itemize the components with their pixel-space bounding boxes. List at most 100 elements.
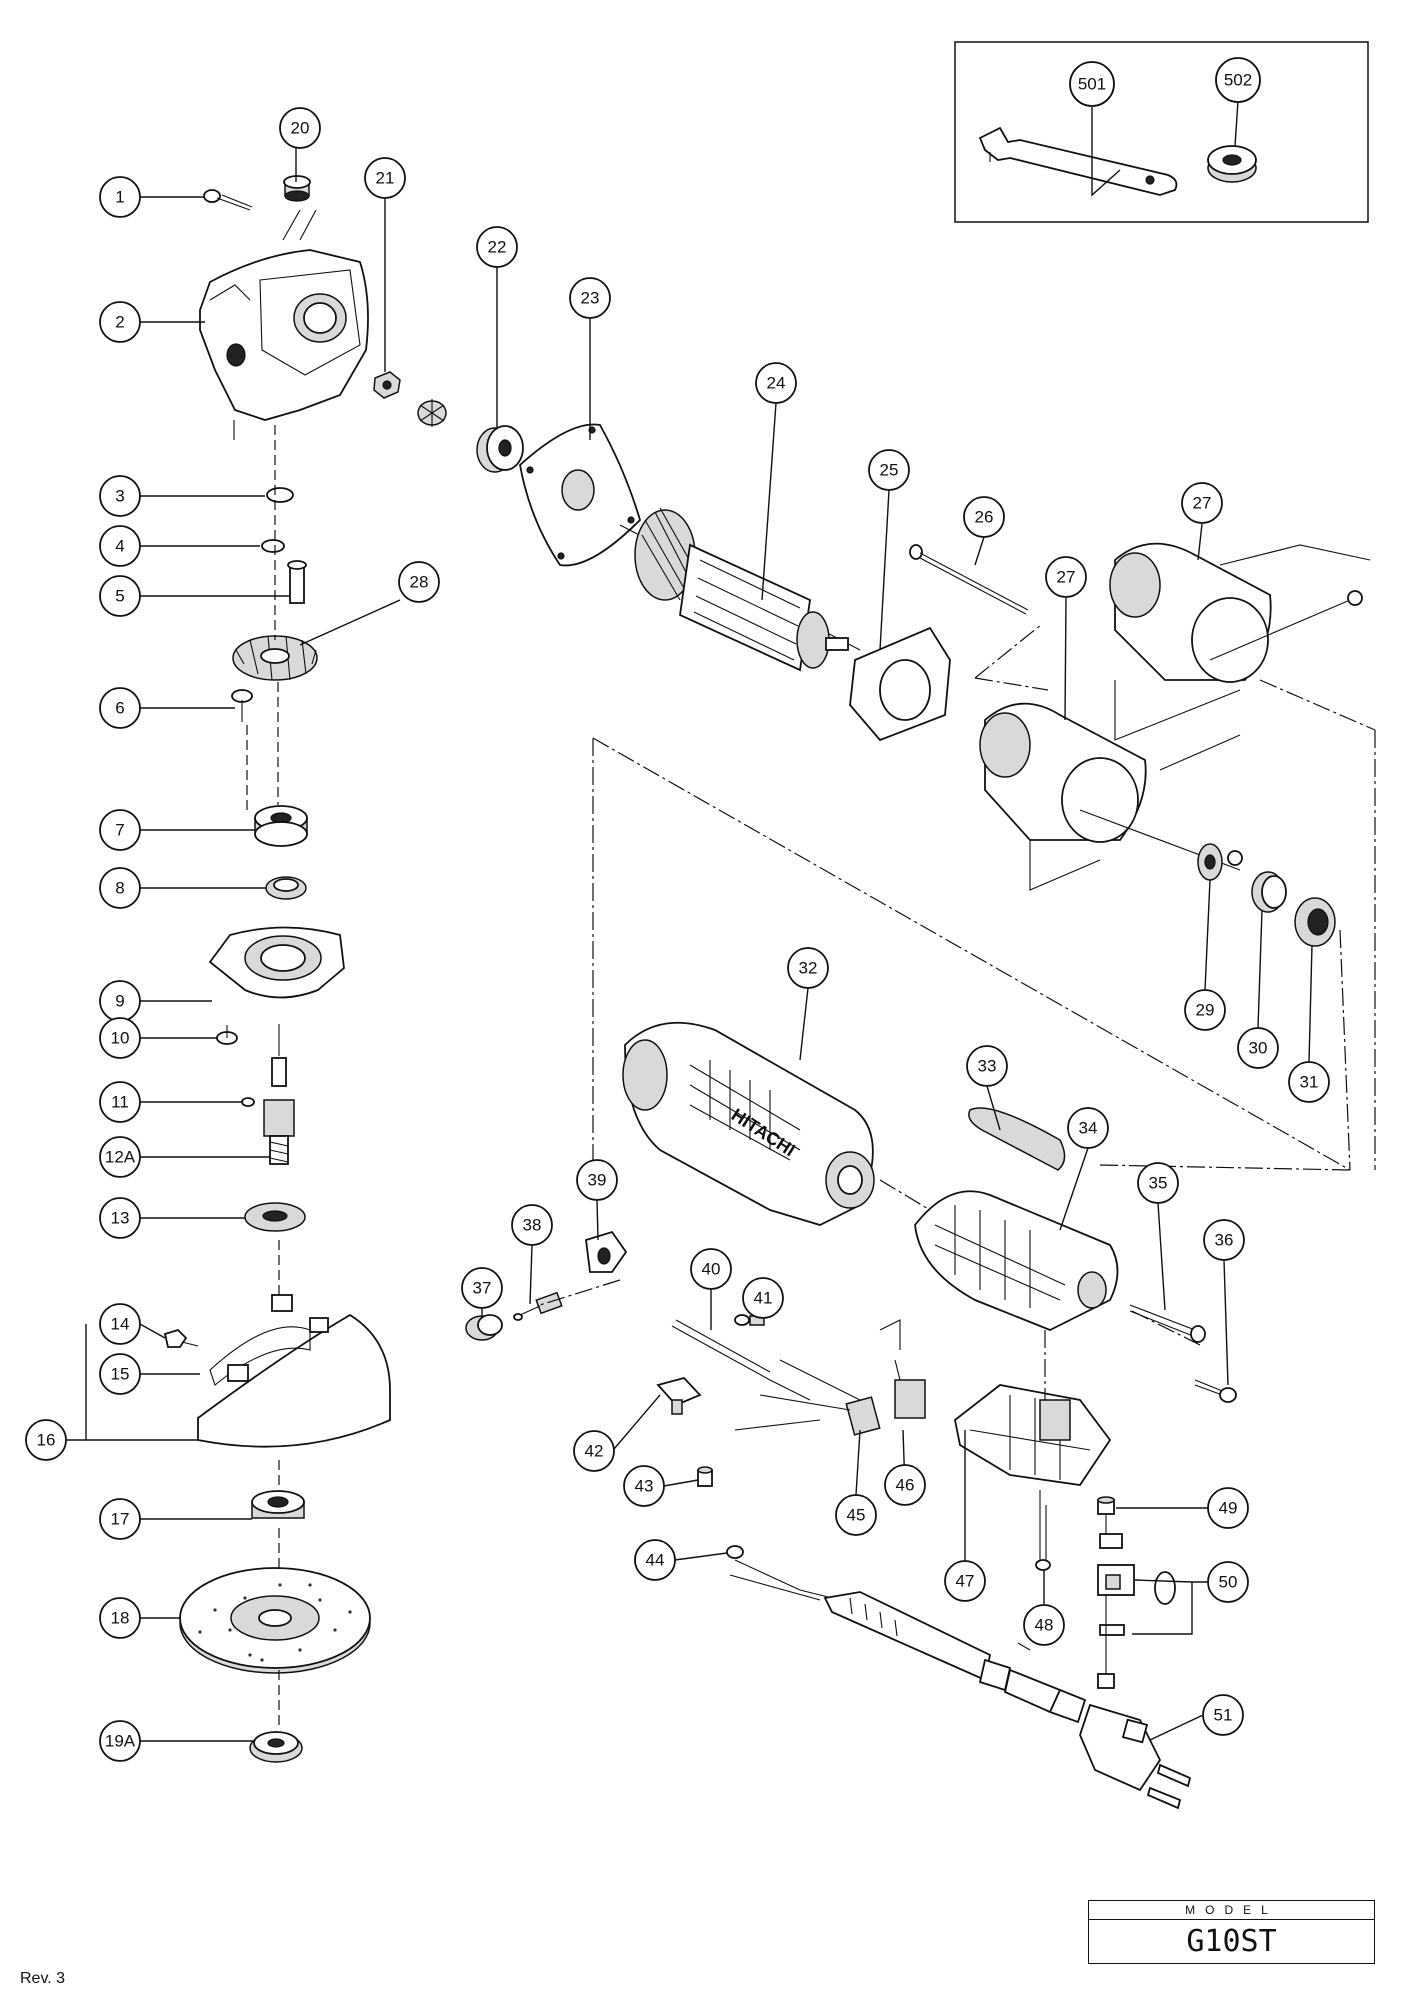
part-lock-pin: [287, 560, 307, 604]
part-screw-10: [216, 1025, 238, 1045]
callout-46: 46: [884, 1464, 926, 1506]
callout-41: 41: [742, 1277, 784, 1319]
callout-label: 501: [1078, 75, 1106, 94]
callout-24: 24: [755, 362, 797, 404]
accessory-box: [954, 41, 1369, 223]
callout-label: 38: [523, 1216, 542, 1235]
callout-label: 26: [975, 508, 994, 527]
part-screw-36: [1194, 1379, 1237, 1403]
callout-4: 4: [99, 525, 141, 567]
callout-label: 5: [115, 587, 124, 606]
part-name-plate: [968, 1107, 1066, 1171]
part-bolt-14: [163, 1328, 199, 1348]
callout-7: 7: [99, 809, 141, 851]
callout-label: 28: [410, 573, 429, 592]
part-wheel-guard: [197, 1294, 391, 1448]
part-long-screw: [909, 544, 1029, 615]
callout-label: 2: [115, 313, 124, 332]
callout-label: 14: [111, 1315, 130, 1334]
callout-label: 27: [1057, 568, 1076, 587]
part-wheel-washer: [244, 1202, 306, 1232]
part-brush-holder: [585, 1230, 628, 1273]
callout-31: 31: [1288, 1061, 1330, 1103]
callout-label: 51: [1214, 1706, 1233, 1725]
part-screw-48: [1035, 1505, 1051, 1571]
callout-18: 18: [99, 1597, 141, 1639]
callout-34: 34: [1067, 1107, 1109, 1149]
part-flange-nut: [1207, 145, 1257, 183]
callout-19a: 19A: [99, 1720, 141, 1762]
callout-5: 5: [99, 575, 141, 617]
callout-label: 27: [1193, 494, 1212, 513]
callout-45: 45: [835, 1494, 877, 1536]
callout-label: 13: [111, 1209, 130, 1228]
callout-38: 38: [511, 1204, 553, 1246]
callout-label: 21: [376, 169, 395, 188]
callout-501: 501: [1069, 61, 1115, 107]
callout-23: 23: [569, 277, 611, 319]
callout-1: 1: [99, 176, 141, 218]
callout-43: 43: [623, 1465, 665, 1507]
callout-label: 10: [111, 1029, 130, 1048]
callout-37: 37: [461, 1267, 503, 1309]
callout-40: 40: [690, 1248, 732, 1290]
revision-label: Rev. 3: [20, 1970, 66, 1987]
callout-2: 2: [99, 301, 141, 343]
callout-27-lower: 27: [1045, 556, 1087, 598]
callout-50: 50: [1207, 1561, 1249, 1603]
callout-51: 51: [1202, 1694, 1244, 1736]
callout-9: 9: [99, 980, 141, 1022]
part-ball-bearing: [476, 425, 524, 473]
callout-11: 11: [99, 1081, 141, 1123]
part-stator: [979, 702, 1243, 891]
part-plug-51: [1079, 1703, 1192, 1810]
callout-label: 49: [1219, 1499, 1238, 1518]
callout-label: 37: [473, 1279, 492, 1298]
callout-label: 12A: [105, 1148, 136, 1167]
part-bearing-30: [1251, 871, 1287, 913]
part-plug: [283, 175, 311, 202]
callout-label: 502: [1224, 71, 1252, 90]
part-screw: [203, 189, 253, 211]
callout-label: 41: [754, 1289, 773, 1308]
callout-3: 3: [99, 475, 141, 517]
callout-label: 11: [111, 1093, 129, 1112]
callout-label: 30: [1249, 1039, 1268, 1058]
part-connector: [656, 1376, 702, 1415]
callout-25: 25: [868, 449, 910, 491]
callout-label: 29: [1196, 1001, 1215, 1020]
callout-22: 22: [476, 226, 518, 268]
part-retaining-ring: [266, 487, 294, 503]
part-bearing-7: [254, 805, 308, 847]
callout-30: 30: [1237, 1027, 1279, 1069]
part-screw-43: [697, 1466, 713, 1487]
part-bushing-31: [1294, 897, 1336, 947]
callout-36: 36: [1203, 1219, 1245, 1261]
part-power-cord: [726, 1545, 1087, 1724]
part-screw-35: [1129, 1304, 1206, 1343]
callout-label: 44: [646, 1551, 665, 1570]
callout-15: 15: [99, 1353, 141, 1395]
callout-48: 48: [1023, 1604, 1065, 1646]
callout-label: 35: [1149, 1174, 1168, 1193]
callout-label: 17: [111, 1510, 130, 1529]
callout-label: 15: [111, 1365, 130, 1384]
callout-label: 42: [585, 1442, 604, 1461]
callout-label: 47: [956, 1572, 975, 1591]
model-name: G10ST: [1186, 1924, 1277, 1959]
callout-label: 50: [1219, 1573, 1238, 1592]
callout-17: 17: [99, 1498, 141, 1540]
part-nut-17: [251, 1490, 305, 1519]
callout-label: 33: [978, 1057, 997, 1076]
part-brush-holder-plate: [849, 626, 951, 742]
part-bearing-holder: [519, 423, 642, 567]
part-packing-gland: [208, 926, 345, 999]
part-screw-6: [231, 689, 253, 722]
callout-label: 34: [1079, 1119, 1098, 1138]
callout-10: 10: [99, 1017, 141, 1059]
callout-label: 39: [588, 1171, 607, 1190]
callout-32: 32: [787, 947, 829, 989]
part-bearing-29: [1197, 843, 1223, 881]
